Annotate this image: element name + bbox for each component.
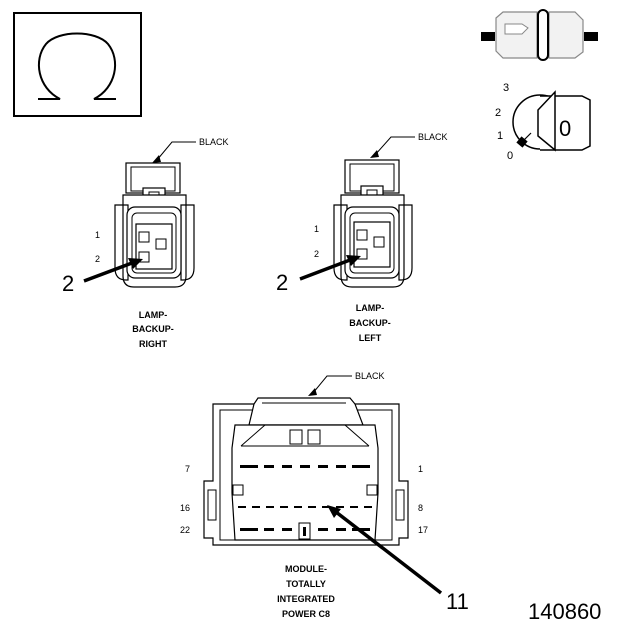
connector-module-color: BLACK: [355, 371, 385, 381]
module-pin-label-17: 17: [418, 525, 428, 535]
ignition-pos-0: 0: [507, 150, 513, 162]
module-pin-row-1: [240, 465, 370, 468]
module-name-4: POWER C8: [282, 609, 330, 619]
ignition-key-icon: 0 3 2 1 0: [495, 82, 591, 162]
module-pin-row-2: [238, 506, 372, 508]
connector-left-name-2: BACKUP-: [349, 318, 391, 328]
module-callout: 11: [446, 589, 469, 614]
connector-right-name-3: RIGHT: [139, 339, 168, 349]
connector-left-callout: 2: [276, 270, 288, 295]
module-pin-label-22: 22: [180, 525, 190, 535]
connector-left-color: BLACK: [418, 132, 448, 142]
module-pin-label-1: 1: [418, 464, 423, 474]
connector-right-name-1: LAMP-: [139, 310, 168, 320]
figure-number: 140860: [528, 599, 601, 624]
connector-right-color: BLACK: [199, 137, 229, 147]
module-name-1: MODULE-: [285, 564, 327, 574]
ohm-icon: [13, 12, 142, 117]
ignition-key-label: 0: [559, 116, 571, 141]
ignition-off-icon: [481, 9, 598, 61]
connector-left-name-3: LEFT: [359, 333, 382, 343]
connector-right-pin-1: 1: [95, 230, 100, 240]
connector-right-pin-2: 2: [95, 254, 100, 264]
ignition-pos-2: 2: [495, 107, 501, 119]
connector-right-name-2: BACKUP-: [132, 324, 174, 334]
module-pin-label-8: 8: [418, 503, 423, 513]
module-name-3: INTEGRATED: [277, 594, 335, 604]
connector-right-callout: 2: [62, 271, 74, 296]
connector-left-pin-1: 1: [314, 224, 319, 234]
connector-lamp-backup-right: BLACK 1 2 2 LAMP- BACKUP- RIGHT: [62, 137, 229, 349]
module-name-2: TOTALLY: [286, 579, 326, 589]
module-pin-label-16: 16: [180, 503, 190, 513]
module-pin-label-7: 7: [185, 464, 190, 474]
connector-left-pin-2: 2: [314, 249, 319, 259]
connector-module-c8: BLACK: [180, 371, 469, 619]
connector-left-name-1: LAMP-: [356, 303, 385, 313]
connector-lamp-backup-left: BLACK 1 2 2 LAMP- BACKUP- LEFT: [276, 132, 448, 343]
ignition-pos-3: 3: [503, 82, 509, 94]
ignition-pos-1: 1: [497, 130, 503, 142]
